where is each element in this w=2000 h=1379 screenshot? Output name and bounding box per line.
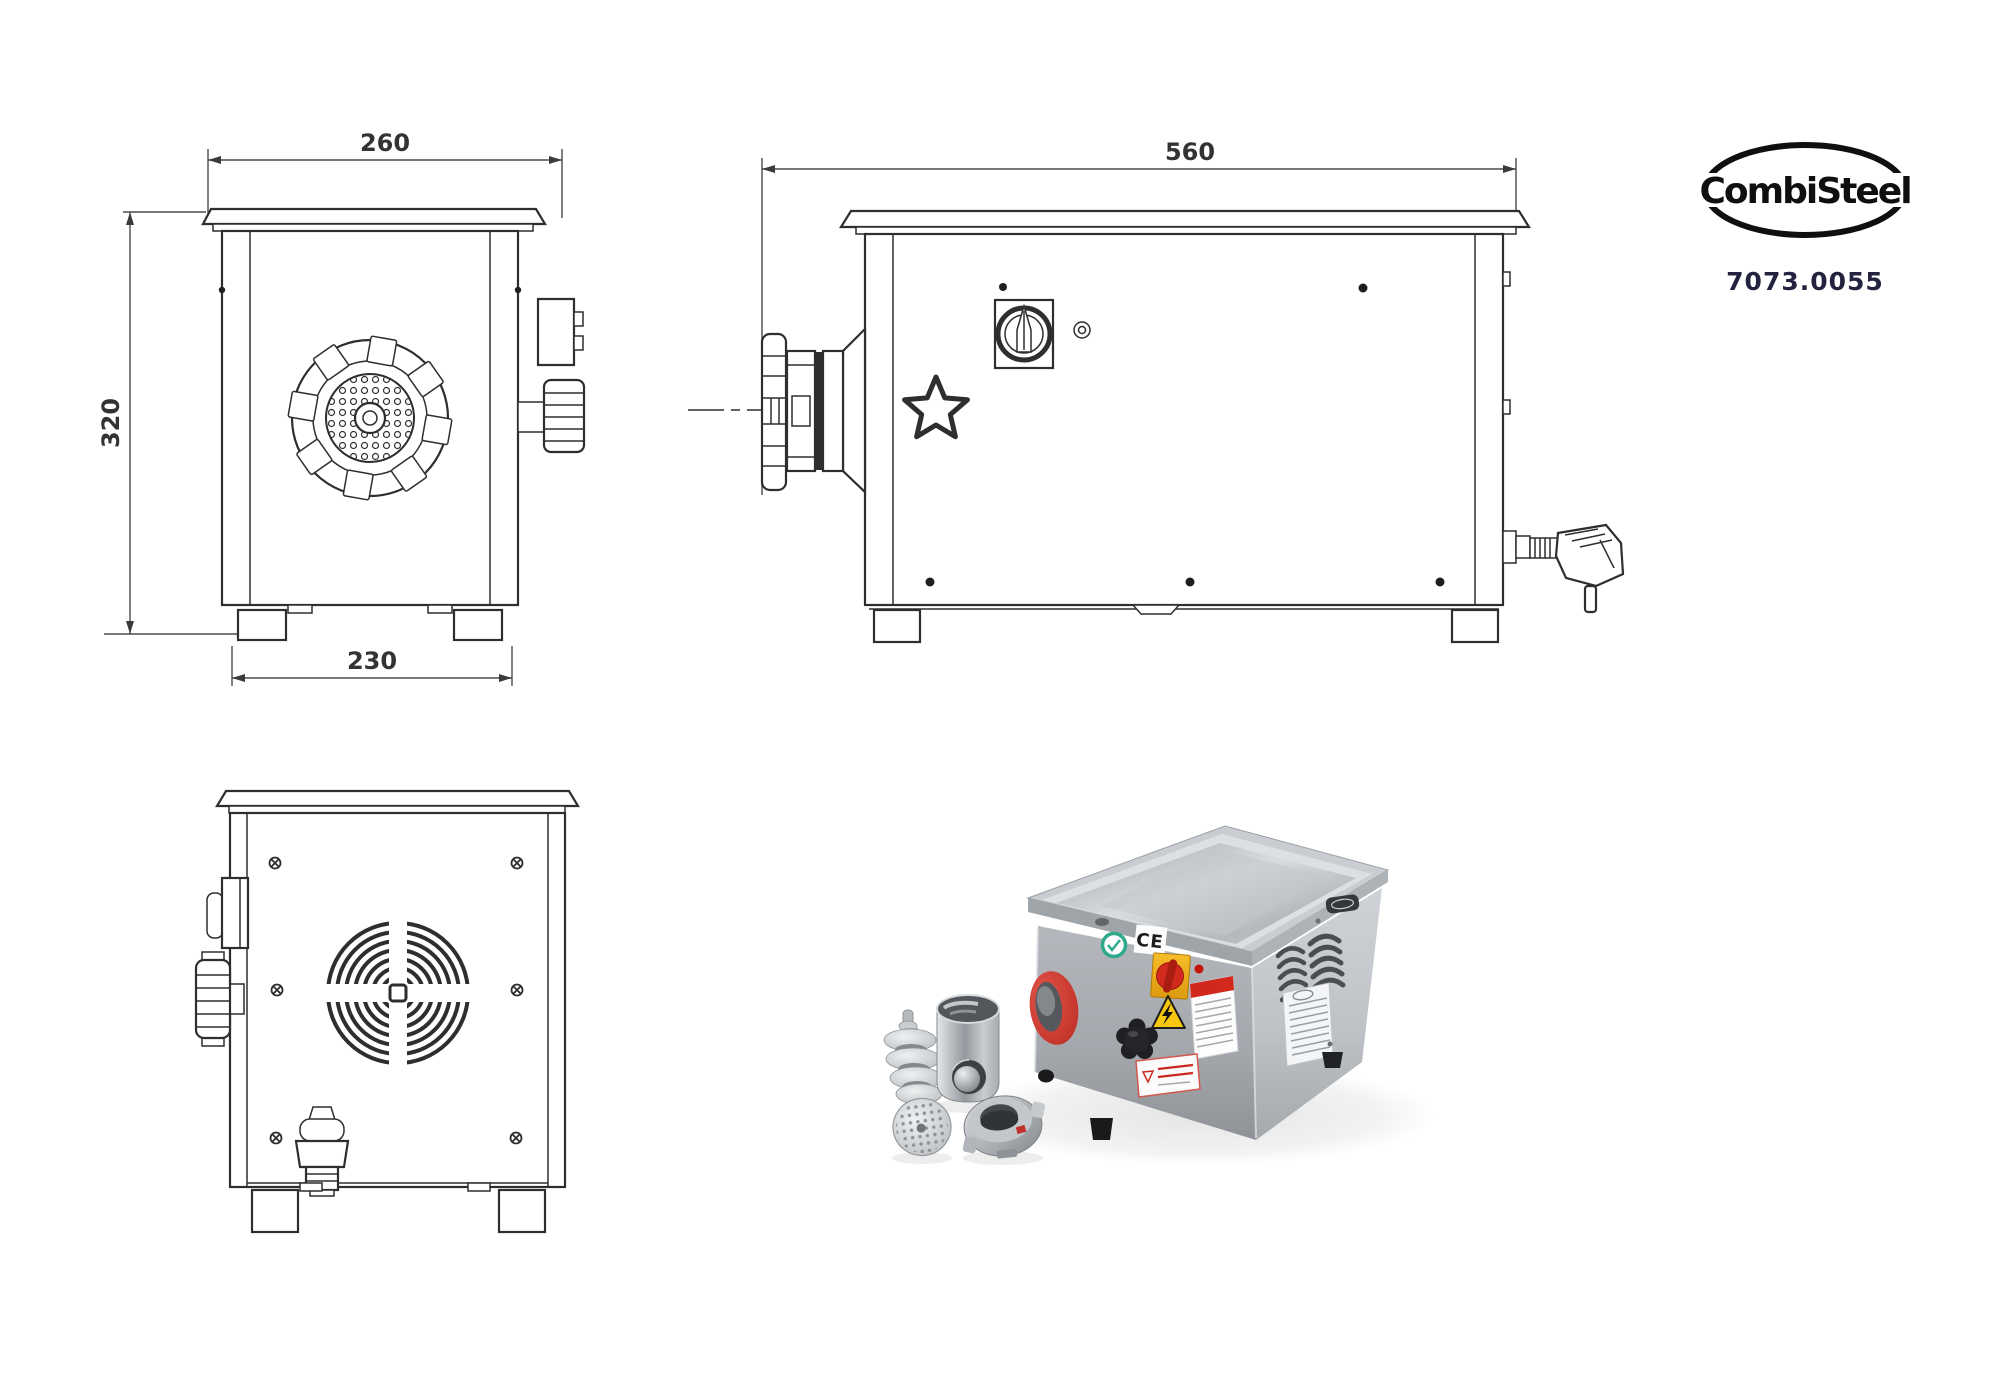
power-switch [1150,952,1191,1000]
front-feet [236,604,504,642]
star-knob [902,374,970,440]
dimension-side-length: 560 [761,138,1517,495]
instruction-label [1189,975,1239,1060]
brand-logo: CombiSteel 7073.0055 [1698,142,1913,296]
tray-hole [1095,918,1109,926]
svg-text:CE: CE [1135,930,1165,954]
front-top-flange [201,207,547,232]
side-feet [872,604,1500,644]
grinder-head-side [760,326,867,495]
head-lock-knob [760,332,788,492]
dim-230-label: 230 [347,647,397,675]
panel-screws [925,283,1445,587]
spec-label [1282,982,1334,1067]
face-screw [1327,1041,1333,1047]
approval-sticker [1100,931,1128,959]
machine-feet [1038,1052,1343,1140]
front-side-knob [517,378,586,454]
face-screw [1315,918,1321,924]
red-outlet-flange [1029,971,1079,1045]
rotary-switch-drawing [993,283,1055,370]
side-body [863,232,1511,610]
side-top-flange [839,209,1531,235]
brand-plate [1325,894,1360,914]
front-grinder-mount [287,335,453,501]
dim-260-label: 260 [360,129,410,157]
dim-560-label: 560 [1165,138,1215,166]
cable-gland [294,1106,350,1197]
dimension-front-width: 260 [207,129,563,218]
dim-320-label: 320 [97,398,125,448]
back-feet [250,1182,547,1234]
product-code: 7073.0055 [1726,267,1884,296]
caution-label [1135,1053,1201,1098]
ce-mark: CE [1133,924,1168,956]
indicator-lamp-drawing [1073,321,1091,339]
side-view-drawing: 560 [688,138,1625,644]
fan-grille [320,915,476,1071]
front-hand-knob [1116,1018,1158,1059]
back-side-knob [194,951,245,1047]
indicator-lamp [1194,964,1204,974]
power-plug-drawing [1502,523,1625,614]
lock-ring-accessory [962,1095,1046,1159]
meat-tray [1026,825,1390,966]
front-switch-housing [536,297,584,367]
back-view-drawing [194,789,580,1234]
back-top-flange [215,789,580,814]
dimension-front-base-width: 230 [231,646,513,686]
front-view-drawing: 260 320 230 [97,129,586,686]
warning-triangle [1151,995,1186,1029]
auger-accessory [883,1009,943,1111]
product-photo: CE [883,825,1435,1165]
brand-name: CombiSteel [1699,171,1910,212]
grinder-housing-accessory [936,994,1000,1103]
dimension-front-height: 320 [97,211,240,635]
grinder-plate-accessory [892,1097,952,1157]
back-switch-housing [206,876,250,950]
back-panel-screws [268,856,524,1145]
